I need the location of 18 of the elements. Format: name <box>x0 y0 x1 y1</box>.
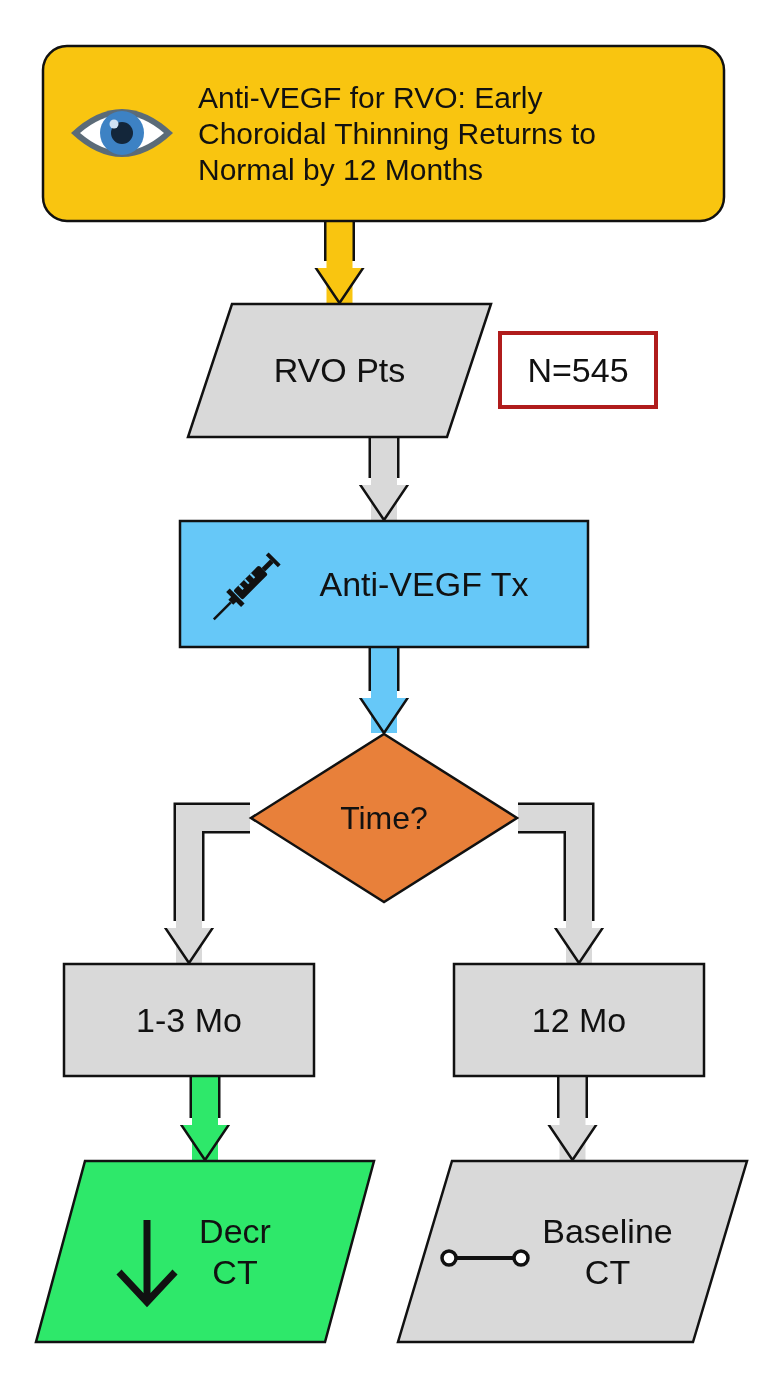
node-label: Anti-VEGF Tx <box>319 563 529 605</box>
output-parallelogram <box>35 1160 375 1343</box>
decision-diamond <box>250 733 518 903</box>
output-parallelogram <box>397 1160 748 1343</box>
input-parallelogram <box>187 303 492 438</box>
node-label: Time? <box>340 798 428 838</box>
count-box <box>499 332 657 408</box>
process-box <box>179 520 589 648</box>
process-box <box>453 963 705 1077</box>
node-label: RVO Pts <box>273 350 406 391</box>
process-box <box>63 963 315 1077</box>
title-box <box>42 45 725 222</box>
node-label: Baseline CT <box>541 1210 674 1293</box>
node-label: 12 Mo <box>531 999 627 1041</box>
title-text: Anti-VEGF for RVO: Early Choroidal Thinning Returns to Normal by 12 Months <box>198 79 597 188</box>
node-label: 1-3 Mo <box>136 999 242 1041</box>
node-label: Decr CT <box>198 1210 272 1293</box>
node-label: N=545 <box>527 349 629 391</box>
